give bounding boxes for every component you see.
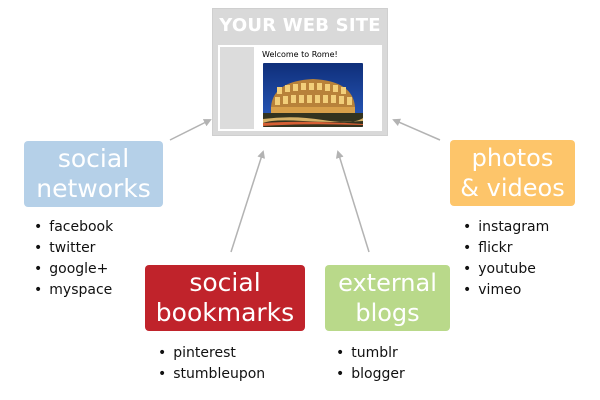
category-title-line1: social — [57, 144, 130, 173]
list-item: facebook — [34, 217, 113, 238]
category-title-line2: blogs — [355, 299, 420, 327]
category-external-blogs: external blogs — [325, 265, 450, 331]
website-content: Welcome to Rome! — [258, 45, 382, 131]
list-social-bookmarks: pinterest stumbleupon — [158, 343, 265, 385]
list-item: pinterest — [158, 343, 265, 364]
category-title-line1: external — [338, 269, 437, 297]
list-item: stumbleupon — [158, 364, 265, 385]
list-item: blogger — [336, 364, 404, 385]
list-item: google+ — [34, 259, 113, 280]
category-title-line1: social — [189, 268, 261, 297]
arrow-photos-videos — [392, 118, 441, 141]
category-photos-videos: photos & videos — [450, 140, 575, 206]
category-title-line2: bookmarks — [155, 298, 295, 327]
website-mockup: YOUR WEB SITE Welcome to Rome! — [212, 8, 388, 136]
list-photos-videos: instagram flickr youtube vimeo — [463, 217, 549, 301]
website-title: YOUR WEB SITE — [219, 15, 381, 36]
website-sidebar — [220, 47, 254, 129]
category-social-bookmarks: social bookmarks — [145, 265, 305, 331]
category-title-line2: & videos — [460, 174, 565, 202]
list-item: instagram — [463, 217, 549, 238]
list-item: youtube — [463, 259, 549, 280]
category-social-networks: social networks — [24, 141, 163, 207]
category-title-line2: networks — [36, 174, 151, 203]
arrow-external-blogs — [335, 150, 370, 253]
arrow-social-networks — [169, 119, 212, 141]
category-title-line1: photos — [471, 144, 554, 172]
list-item: vimeo — [463, 280, 549, 301]
welcome-text: Welcome to Rome! — [262, 50, 338, 59]
list-item: myspace — [34, 280, 113, 301]
list-social-networks: facebook twitter google+ myspace — [34, 217, 113, 301]
list-item: tumblr — [336, 343, 405, 364]
list-item: flickr — [463, 238, 549, 259]
list-external-blogs: tumblr blogger — [336, 343, 405, 385]
website-body: Welcome to Rome! — [218, 45, 382, 131]
colosseum-photo — [263, 63, 363, 127]
arrow-social-bookmarks — [230, 150, 265, 253]
list-item: twitter — [34, 238, 113, 259]
